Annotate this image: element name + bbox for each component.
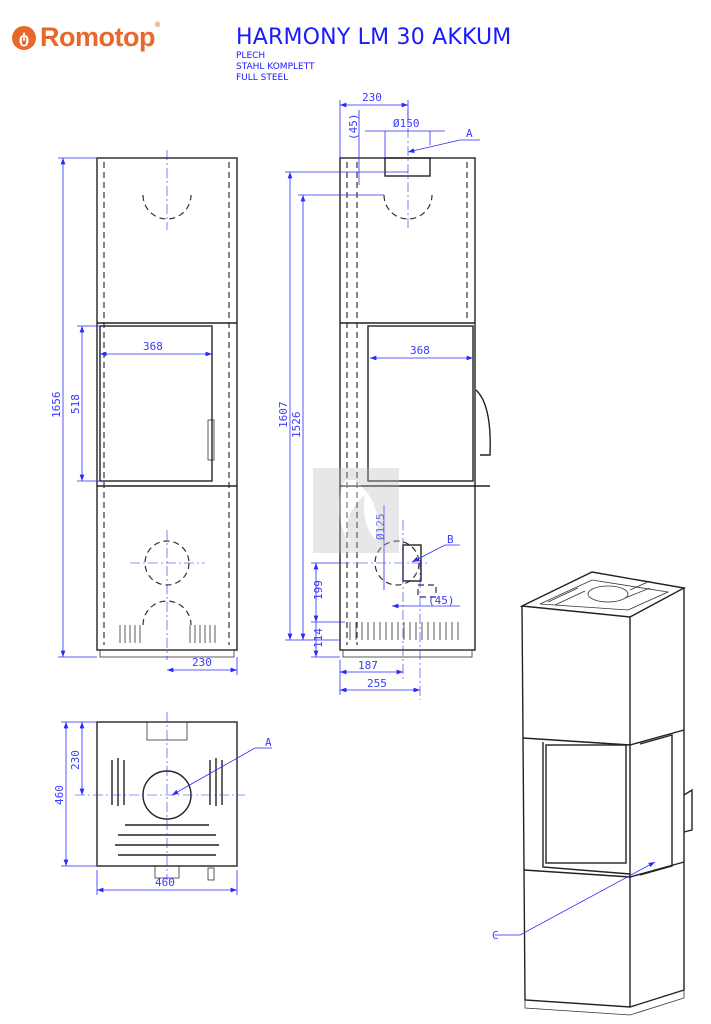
dim-top-half-depth: 230 bbox=[69, 750, 82, 770]
iso-view: C bbox=[492, 571, 693, 1016]
side-view: 230 (45) Ø150 A 1607 1526 368 Ø125 B 199… bbox=[277, 91, 491, 700]
dim-front-offset: 230 bbox=[192, 656, 212, 669]
product-title: HARMONY LM 30 AKKUM bbox=[236, 25, 512, 50]
dim-187: 187 bbox=[358, 659, 378, 672]
flame-icon: ტ bbox=[12, 25, 36, 50]
dim-side-top-offset: 230 bbox=[362, 91, 382, 104]
dim-flue-offset: (45) bbox=[347, 114, 360, 141]
front-window bbox=[99, 325, 213, 482]
brand-name: Romotop® bbox=[40, 22, 160, 52]
dim-rear-offset: (45) bbox=[428, 594, 455, 607]
dim-rear-diameter: 125 bbox=[374, 514, 387, 534]
diameter-symbol-2: Ø bbox=[374, 533, 387, 540]
dim-height-1607: 1607 bbox=[277, 402, 290, 429]
material-line-1: PLECH bbox=[236, 51, 266, 61]
dim-199: 199 bbox=[312, 580, 325, 600]
dim-flue-diameter: 150 bbox=[400, 117, 420, 130]
label-c: C bbox=[492, 929, 499, 942]
dim-front-height: 1656 bbox=[50, 392, 63, 419]
diameter-symbol: Ø bbox=[393, 117, 400, 130]
dim-top-width: 460 bbox=[155, 876, 175, 889]
material-line-2: STAHL KOMPLETT bbox=[236, 62, 315, 72]
dim-255: 255 bbox=[367, 677, 387, 690]
flame-watermark bbox=[313, 468, 399, 553]
brand-logo: ტ Romotop® bbox=[12, 22, 160, 53]
front-view: 1656 518 368 230 bbox=[50, 150, 238, 675]
material-line-3: FULL STEEL bbox=[236, 73, 289, 83]
label-b: B bbox=[447, 533, 454, 546]
dim-window-height: 518 bbox=[69, 394, 82, 414]
top-view: 460 230 460 A bbox=[53, 712, 272, 895]
dim-114: 114 bbox=[312, 628, 325, 648]
dim-height-1526: 1526 bbox=[290, 412, 303, 439]
label-a-top: A bbox=[265, 736, 272, 749]
svg-text:Ø125: Ø125 bbox=[374, 514, 387, 541]
svg-text:Ø150: Ø150 bbox=[393, 117, 420, 130]
dim-top-depth: 460 bbox=[53, 785, 66, 805]
dim-front-window-width: 368 bbox=[143, 340, 163, 353]
label-a-side: A bbox=[466, 127, 473, 140]
side-window bbox=[367, 325, 474, 482]
dim-side-window-width: 368 bbox=[410, 344, 430, 357]
